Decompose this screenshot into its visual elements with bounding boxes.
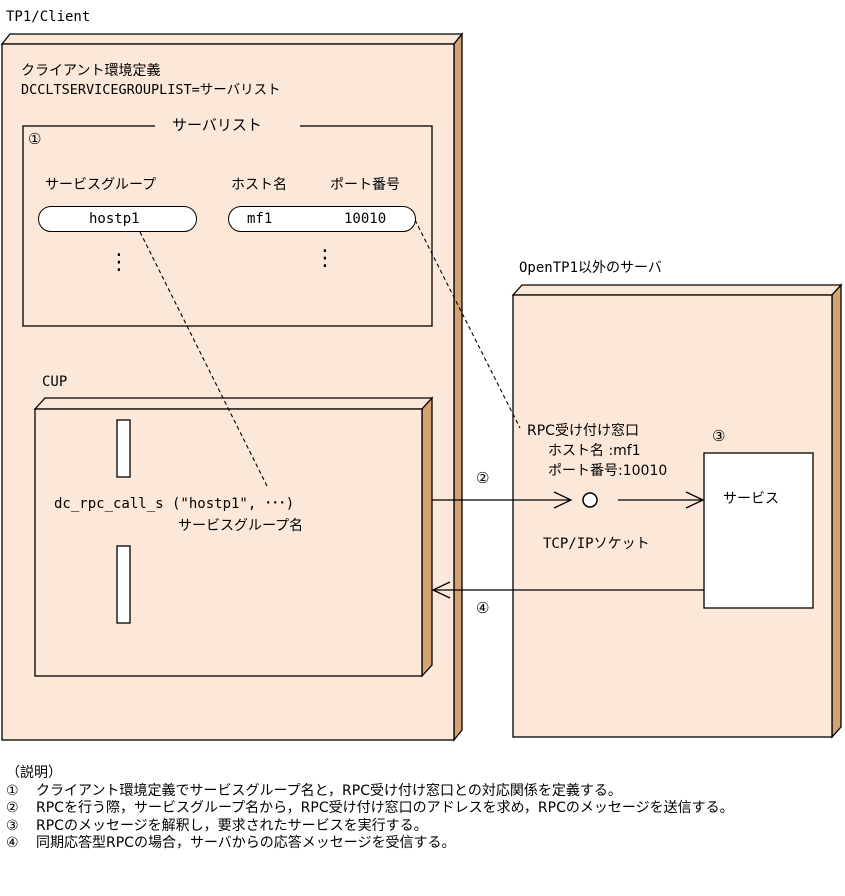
ellipsis-right: ⋮ [314,246,336,271]
col-host-name: ホスト名 [231,177,287,193]
rpc-window-port: ポート番号:10010 [548,463,668,479]
cup-slot-lower [116,545,131,624]
marker-2: ② [476,469,490,487]
note-item: ④ 同期応答型RPCの場合，サーバからの応答メッセージを受信する。 [6,835,796,853]
service-label: サービス [723,491,779,507]
dash-service-group-to-call [139,231,269,489]
service-group-pill: hostp1 [38,206,197,232]
marker-4: ④ [476,599,490,617]
cup-slot-upper [116,419,131,478]
env-definition-param: DCCLTSERVICEGROUPLIST=サーバリスト [21,82,281,98]
note-item: ① クライアント環境定義でサービスグループ名と，RPC受け付け窓口との対応関係を… [6,783,796,801]
note-number: ① [6,782,19,799]
service-group-value: hostp1 [89,211,140,227]
note-text: RPCのメッセージを解釈し，要求されたサービスを実行する。 [36,817,428,834]
rpc-window-host: ホスト名 :mf1 [548,443,641,459]
arrow-request-head [553,491,573,509]
dash-host-port-to-window [414,219,521,429]
notes-heading: （説明） [6,765,62,781]
marker-3: ③ [712,427,726,445]
port-value: 10010 [344,211,387,227]
note-text: クライアント環境定義でサービスグループ名と，RPC受け付け窓口との対応関係を定義… [36,782,622,799]
note-number: ③ [6,817,19,834]
cup-box [33,396,434,678]
rpc-window-title: RPC受け付け窓口 [527,423,639,439]
marker-1: ① [28,130,42,148]
note-number: ② [6,800,19,816]
server-list-title: サーバリスト [172,116,262,134]
server-list-title-bg [155,116,300,136]
col-port-number: ポート番号 [330,177,400,193]
client-title: TP1/Client [6,9,91,25]
arrow-response-head [431,581,451,599]
col-service-group: サービスグループ [45,177,157,193]
ellipsis-left: ⋮ [108,250,130,275]
socket-circle [582,492,598,508]
note-item: ③ RPCのメッセージを解釈し，要求されたサービスを実行する。 [6,818,796,836]
arrow-service-head [685,491,705,509]
note-text: RPCを行う際，サービスグループ名から，RPC受け付け窓口のアドレスを求め，RP… [36,800,734,816]
rpc-call: dc_rpc_call_s ("hostp1", ･･･) [54,496,295,512]
notes: （説明） ① クライアント環境定義でサービスグループ名と，RPC受け付け窓口との… [6,765,796,853]
service-box [703,452,814,609]
note-item: ② RPCを行う際，サービスグループ名から，RPC受け付け窓口のアドレスを求め，… [6,800,796,818]
service-group-name-note: サービスグループ名 [178,518,304,534]
cup-title: CUP [42,374,68,390]
note-text: 同期応答型RPCの場合，サーバからの応答メッセージを受信する。 [36,835,456,851]
env-definition-title: クライアント環境定義 [21,63,161,79]
note-number: ④ [6,835,19,851]
server-title: OpenTP1以外のサーバ [519,260,662,276]
host-port-pill: mf1 10010 [228,206,416,232]
tcpip-socket-label: TCP/IPソケット [543,536,650,552]
host-value: mf1 [247,211,273,227]
